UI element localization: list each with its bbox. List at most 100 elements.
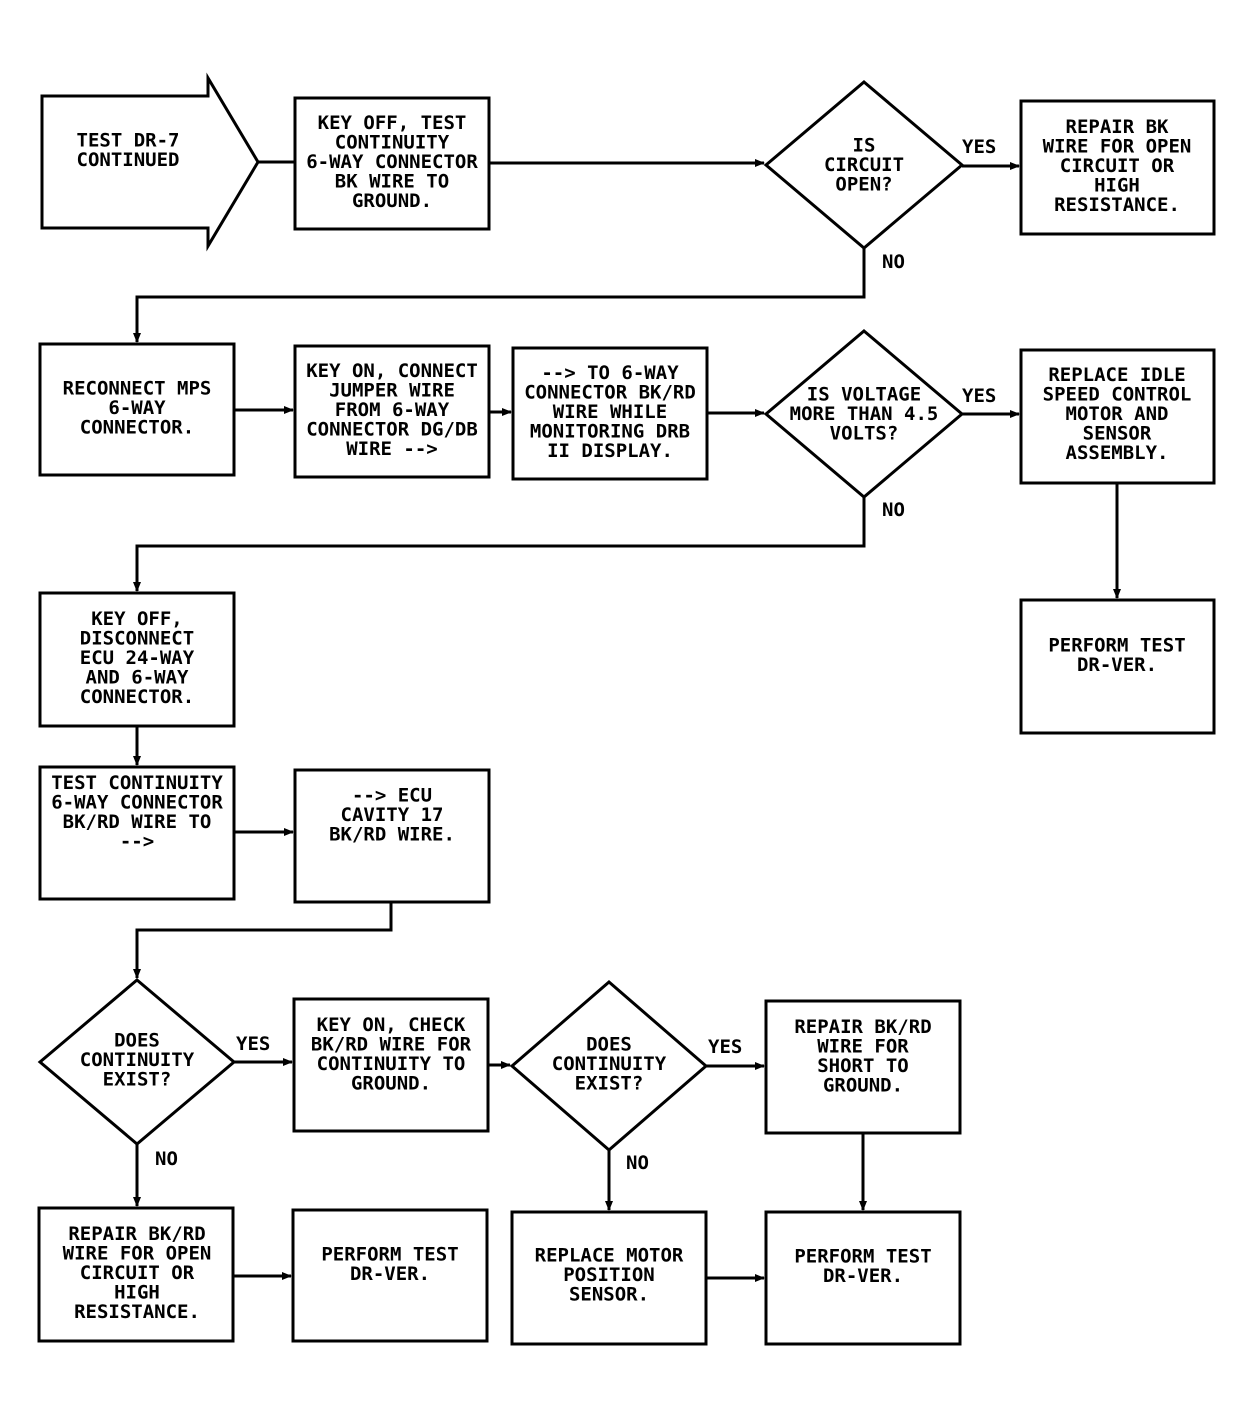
node-text-line: BK/RD WIRE TO bbox=[63, 811, 212, 833]
node-text-line: RESISTANCE. bbox=[74, 1301, 200, 1323]
step-box-replace-mps bbox=[510, 1210, 708, 1346]
label-d4-no: NO bbox=[626, 1152, 649, 1174]
node-text-line: CONTINUITY bbox=[80, 1049, 195, 1071]
node-text-line: WIRE --> bbox=[346, 438, 438, 460]
node-text-line: REPLACE IDLE bbox=[1048, 364, 1185, 386]
node-text-line: WIRE FOR OPEN bbox=[1043, 136, 1192, 158]
node-text-line: CIRCUIT OR bbox=[1060, 155, 1175, 177]
node-text-line: WIRE FOR bbox=[817, 1035, 909, 1057]
node-text-line: BK/RD WIRE. bbox=[329, 824, 455, 846]
node-text-line: DR-VER. bbox=[1077, 654, 1157, 676]
label-d3-yes: YES bbox=[236, 1033, 270, 1055]
node-text-line: PERFORM TEST bbox=[321, 1243, 458, 1265]
node-text-line: --> TO 6-WAY bbox=[541, 362, 679, 384]
label-d1-no: NO bbox=[882, 251, 905, 273]
node-text-line: PERFORM TEST bbox=[794, 1245, 931, 1267]
node-text-line: IS VOLTAGE bbox=[807, 384, 921, 406]
step-box-perform-test-2 bbox=[291, 1208, 489, 1343]
node-text-line: DR-VER. bbox=[350, 1263, 430, 1285]
node-text-line: CONTINUITY TO bbox=[317, 1053, 466, 1075]
node-text-line: JUMPER WIRE bbox=[329, 380, 455, 402]
node-text-line: CONNECTOR. bbox=[80, 417, 194, 439]
node-text-line: VOLTS? bbox=[830, 423, 899, 445]
step-box-perform-test-3 bbox=[764, 1210, 962, 1346]
node-text-line: 6-WAY bbox=[108, 397, 166, 419]
node-text-line: CONTINUED bbox=[77, 149, 180, 171]
start-arrow-shape bbox=[40, 72, 260, 252]
node-text-line: CONNECTOR BK/RD bbox=[524, 382, 696, 404]
node-text-line: DISCONNECT bbox=[80, 628, 194, 650]
node-text-line: WIRE FOR OPEN bbox=[63, 1243, 212, 1265]
connector-d2-no bbox=[133, 497, 866, 592]
node-text-line: MONITORING DRB bbox=[530, 421, 690, 443]
node-text-line: WIRE WHILE bbox=[553, 401, 667, 423]
label-d2-no: NO bbox=[882, 499, 905, 521]
node-text-line: MORE THAN 4.5 bbox=[790, 403, 939, 425]
node-text-line: RESISTANCE. bbox=[1054, 194, 1180, 216]
node-text-line: GROUND. bbox=[352, 190, 432, 212]
step-box-key-off-test-bk bbox=[293, 96, 491, 231]
node-text-line: AND 6-WAY bbox=[86, 667, 190, 689]
node-text-line: RECONNECT MPS bbox=[63, 378, 212, 400]
label-d3-no: NO bbox=[155, 1148, 178, 1170]
node-text-line: KEY OFF, TEST bbox=[318, 112, 467, 134]
node-text-line: POSITION bbox=[563, 1264, 655, 1286]
node-text-line: PERFORM TEST bbox=[1048, 634, 1185, 656]
step-box-perform-test-1 bbox=[1019, 598, 1216, 735]
label-d4-yes: YES bbox=[708, 1036, 742, 1058]
connector-b10-d3 bbox=[133, 902, 393, 979]
step-box-repair-bkrd-short bbox=[764, 999, 962, 1135]
label-d2-yes: YES bbox=[962, 385, 996, 407]
node-text-line: DR-VER. bbox=[823, 1265, 903, 1287]
node-text-line: SPEED CONTROL bbox=[1043, 384, 1192, 406]
step-box-replace-isc-motor bbox=[1019, 348, 1216, 485]
node-text-line: SENSOR. bbox=[569, 1284, 649, 1306]
node-text-line: IS bbox=[853, 135, 876, 157]
node-text-line: TEST DR-7 bbox=[77, 129, 180, 151]
node-text-line: CAVITY 17 bbox=[341, 804, 444, 826]
node-text-line: DOES bbox=[586, 1034, 632, 1056]
node-text-line: EXIST? bbox=[103, 1069, 172, 1091]
node-text-line: CONTINUITY bbox=[335, 132, 450, 154]
node-text-line: CIRCUIT bbox=[824, 154, 904, 176]
node-text-line: OPEN? bbox=[835, 174, 892, 196]
step-box-test-continuity-bkrd bbox=[38, 765, 236, 901]
node-text-line: SENSOR bbox=[1083, 423, 1152, 445]
node-text-line: HIGH bbox=[1094, 175, 1140, 197]
node-text-line: CONTINUITY bbox=[552, 1053, 667, 1075]
node-text-line: 6-WAY CONNECTOR bbox=[51, 791, 223, 813]
node-text-line: KEY ON, CONNECT bbox=[306, 360, 478, 382]
step-box-disconnect-ecu bbox=[38, 591, 236, 728]
node-text-line: FROM 6-WAY bbox=[335, 399, 450, 421]
node-text-line: KEY ON, CHECK bbox=[317, 1014, 466, 1036]
node-text-line: BK/RD WIRE FOR bbox=[311, 1033, 472, 1055]
node-text-line: --> bbox=[120, 830, 154, 852]
node-text-line: II DISPLAY. bbox=[547, 440, 673, 462]
node-text-line: REPAIR BK bbox=[1066, 116, 1170, 138]
node-text-line: ECU 24-WAY bbox=[80, 647, 195, 669]
node-text-line: DOES bbox=[114, 1030, 160, 1052]
step-box-monitor-drb bbox=[511, 346, 709, 481]
node-text-line: GROUND. bbox=[823, 1074, 903, 1096]
step-box-repair-bk bbox=[1019, 99, 1216, 236]
node-text-line: TEST CONTINUITY bbox=[51, 772, 223, 794]
node-text-line: GROUND. bbox=[351, 1072, 431, 1094]
node-text-line: BK WIRE TO bbox=[335, 171, 449, 193]
